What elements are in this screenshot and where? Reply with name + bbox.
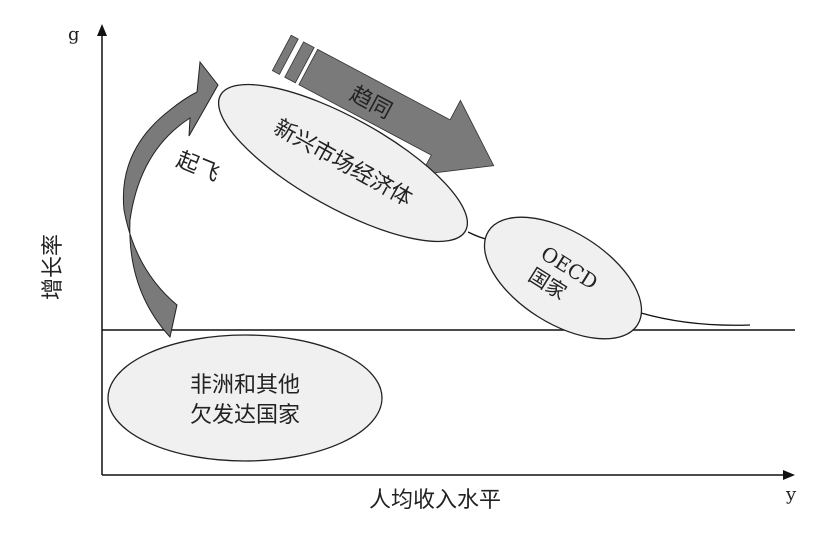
arrow-tail-bar	[284, 41, 315, 84]
africa-label-1: 非洲和其他	[190, 373, 300, 398]
takeoff-label: 起飞	[173, 147, 223, 187]
x-axis-label: 人均收入水平	[369, 488, 501, 513]
africa-group: 非洲和其他 欠发达国家	[107, 334, 383, 462]
arrow-tail-bar	[271, 34, 299, 75]
africa-label-2: 欠发达国家	[190, 403, 300, 428]
y-axis-symbol: g	[68, 24, 80, 45]
takeoff-arrow	[122, 60, 219, 339]
oecd-group: OECD 国家	[483, 216, 643, 340]
x-axis-symbol: y	[785, 484, 797, 505]
y-axis-label: 增长率	[41, 234, 66, 300]
